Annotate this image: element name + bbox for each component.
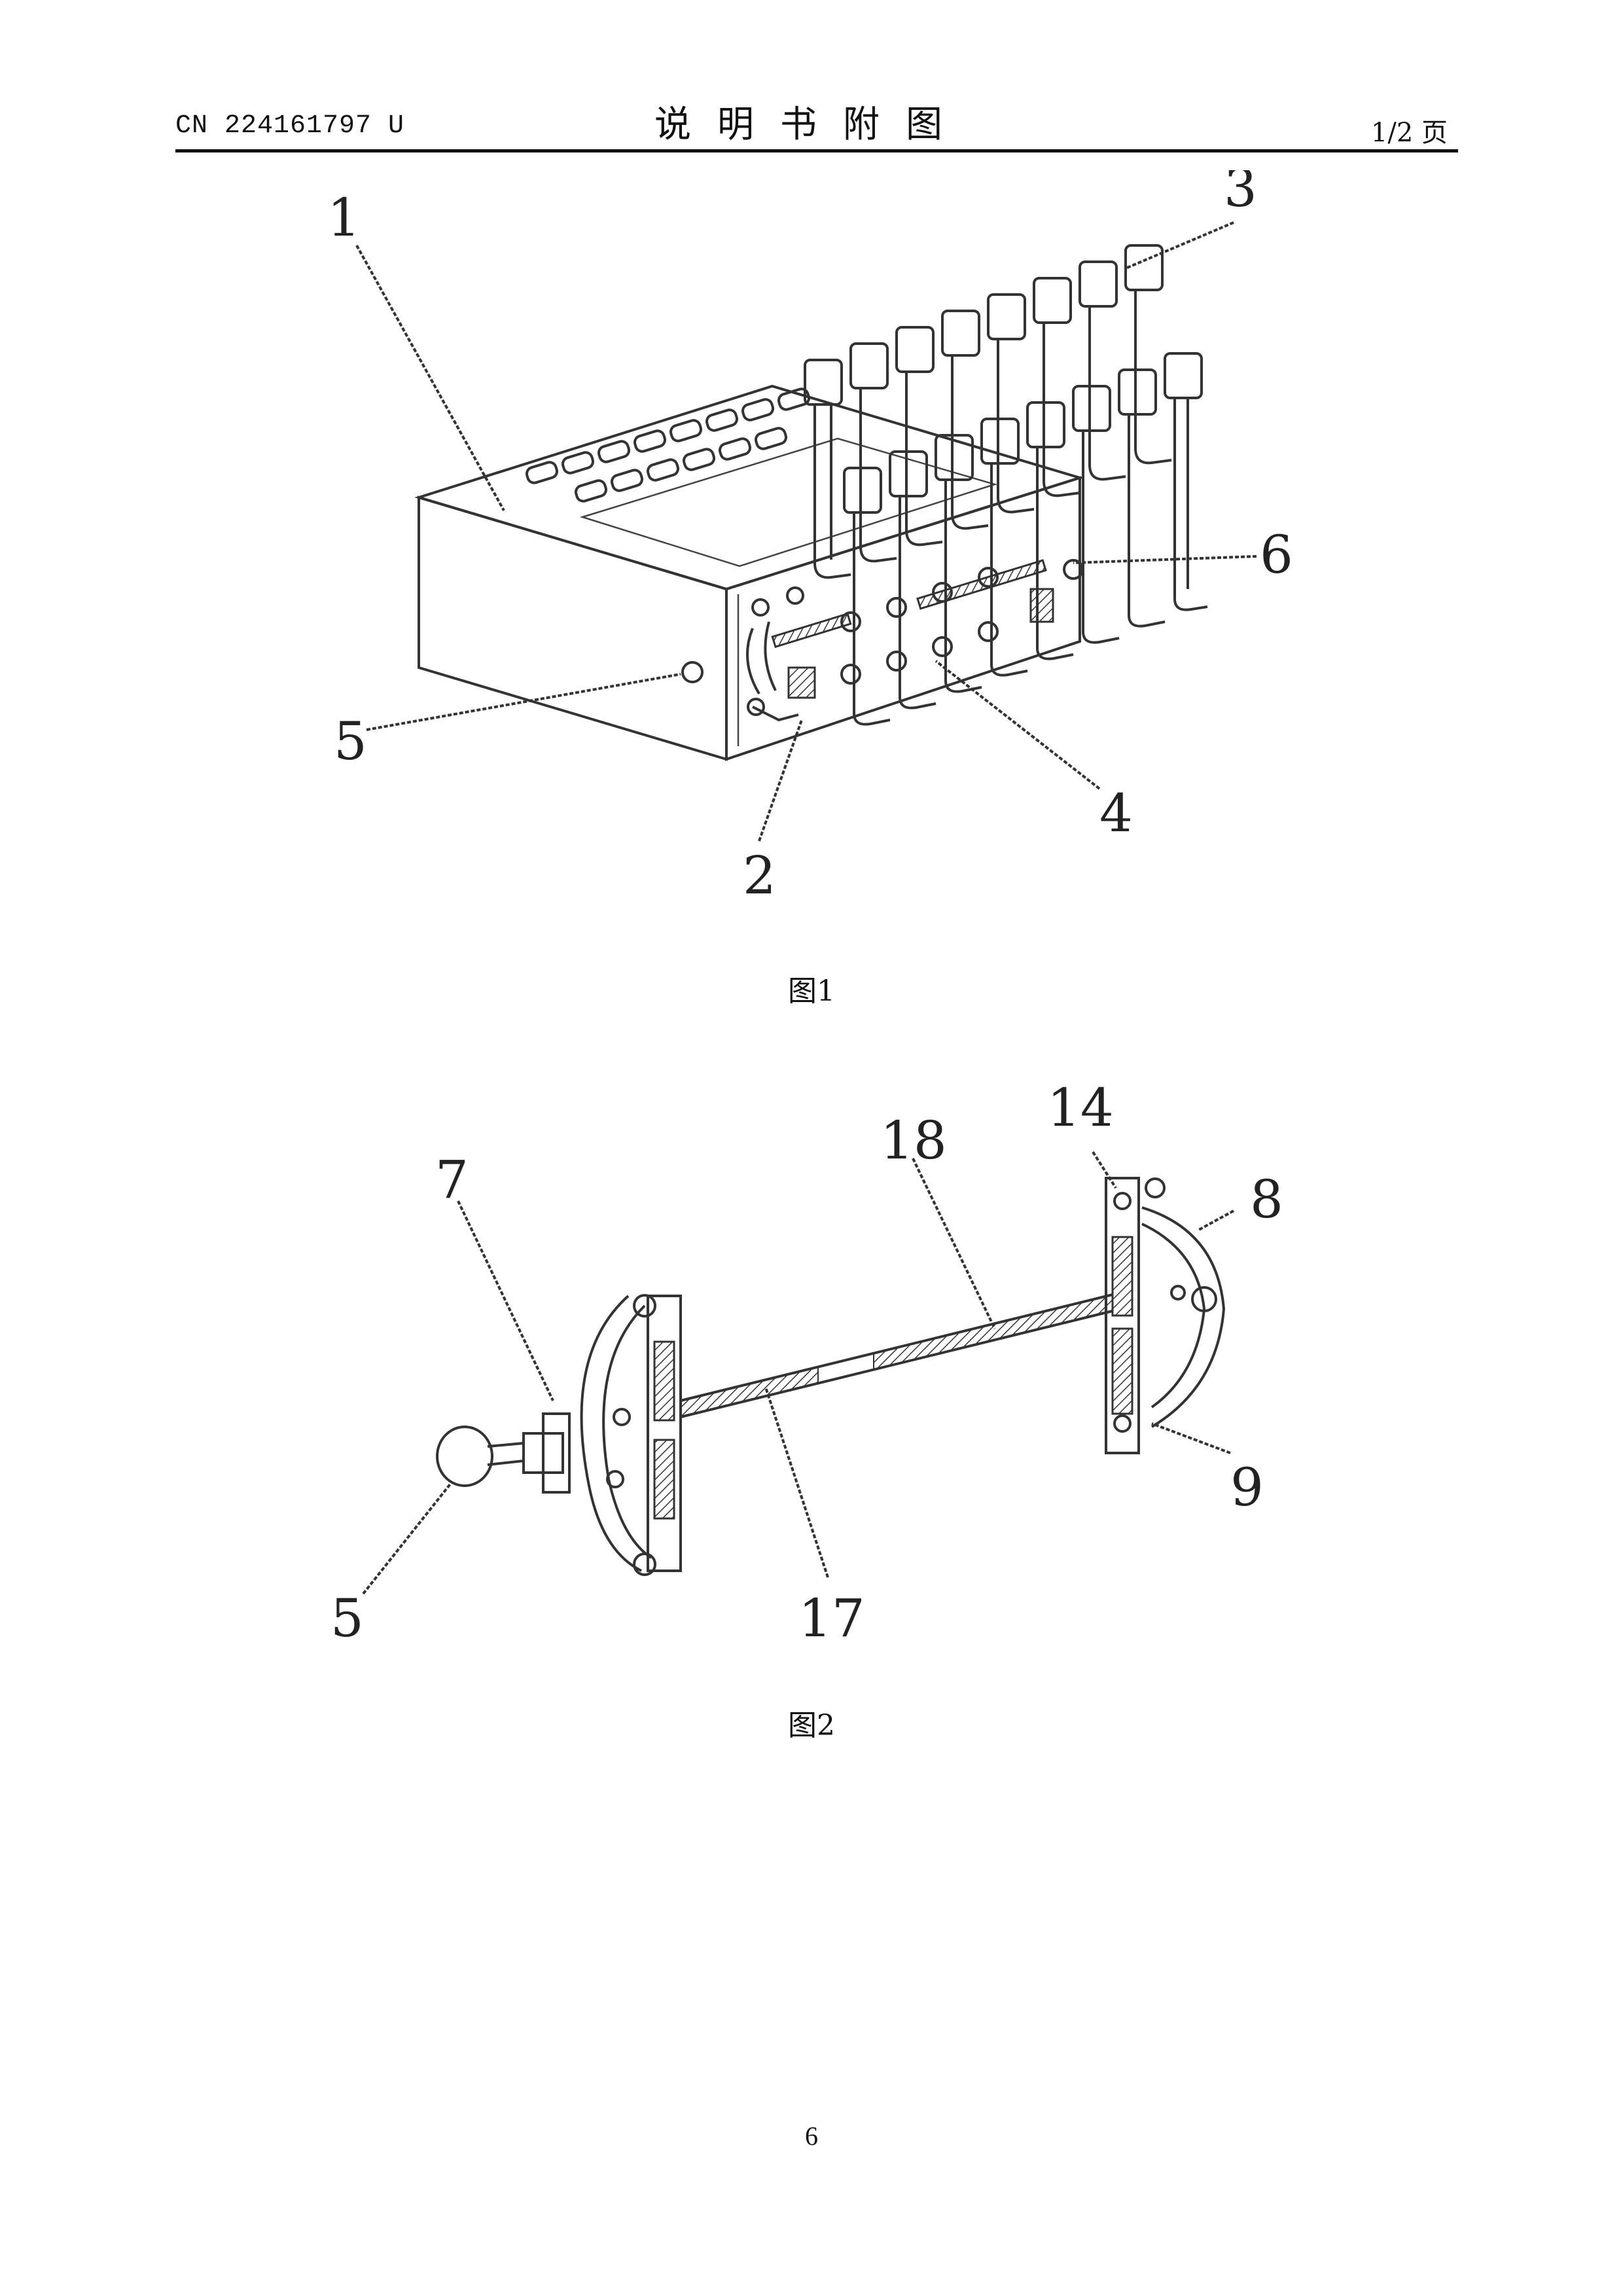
figure-1-caption: 图1 bbox=[0, 967, 1623, 1009]
figure-2-drawing: 7 8 9 14 17 18 5 bbox=[0, 1060, 1623, 1649]
fig1-label-1: 1 bbox=[327, 187, 361, 248]
fig1-label-3: 3 bbox=[1224, 170, 1257, 219]
adjustment-knob bbox=[683, 662, 702, 682]
left-bracket bbox=[582, 1295, 681, 1575]
threaded-rod bbox=[681, 1295, 1113, 1417]
right-bracket bbox=[1106, 1178, 1224, 1453]
fig1-label-5: 5 bbox=[334, 711, 367, 772]
fig1-label-4: 4 bbox=[1099, 783, 1133, 844]
fig2-label-14: 14 bbox=[1047, 1077, 1114, 1138]
fig2-label-8: 8 bbox=[1250, 1169, 1283, 1230]
fig2-label-5: 5 bbox=[330, 1588, 364, 1649]
fig2-label-17: 17 bbox=[798, 1588, 865, 1649]
fig1-label-2: 2 bbox=[743, 845, 776, 906]
figure-2-caption: 图2 bbox=[0, 1702, 1623, 1744]
fig2-label-18: 18 bbox=[880, 1110, 947, 1171]
rear-tag-row bbox=[805, 245, 1171, 577]
header-rule bbox=[175, 149, 1458, 152]
figure-1-leaders bbox=[357, 223, 1257, 841]
fig1-label-6: 6 bbox=[1260, 524, 1293, 585]
fig2-label-9: 9 bbox=[1230, 1457, 1264, 1518]
knob-assembly bbox=[437, 1414, 569, 1492]
page-number: 6 bbox=[0, 2121, 1623, 2151]
fig2-label-7: 7 bbox=[435, 1149, 469, 1210]
page-of-indicator: 1/2 页 bbox=[1371, 111, 1448, 149]
figure-1-drawing: 1 2 3 4 5 6 bbox=[0, 170, 1623, 1100]
keypad-buttons bbox=[525, 387, 810, 503]
